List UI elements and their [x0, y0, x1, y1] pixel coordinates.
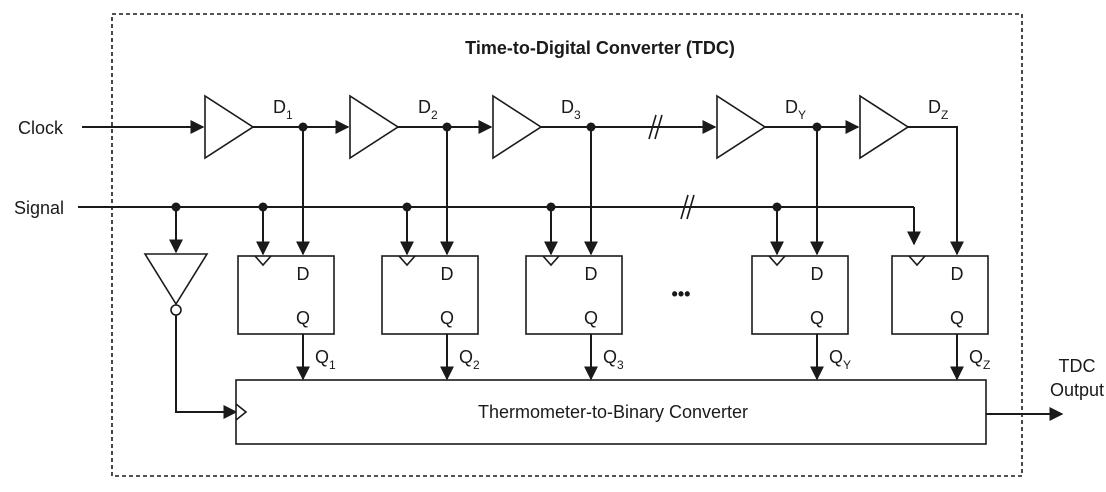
flip-flop-4-clock-notch: [768, 255, 786, 267]
flip-flop-3-d-pin: D: [585, 264, 598, 284]
signal-junction-4: [772, 202, 782, 212]
q-output-label-3: Q3: [603, 347, 624, 372]
delay-tap-label-3: D3: [561, 97, 581, 122]
delay-buffer-2: [349, 94, 400, 160]
delay-tap-label-5: DZ: [928, 97, 948, 122]
delay-buffer-5: [859, 94, 910, 160]
clock-junction-4: [812, 122, 822, 132]
signal-junction-inverter: [171, 202, 181, 212]
signal-input-label: Signal: [14, 198, 64, 218]
flip-flop-5-q-pin: Q: [950, 308, 964, 328]
delay-buffer-3: [492, 94, 543, 160]
delay-tap-label-4: DY: [785, 97, 806, 122]
converter-label: Thermometer-to-Binary Converter: [478, 402, 748, 422]
flip-flop-3-q-pin: Q: [584, 308, 598, 328]
flip-flop-5: [891, 255, 989, 335]
flip-flop-4-q-pin: Q: [810, 308, 824, 328]
q-output-label-5: QZ: [969, 347, 990, 372]
clock-tap-5: [908, 126, 964, 256]
flip-flop-5-d-pin: D: [951, 264, 964, 284]
clock-junction-3: [586, 122, 596, 132]
delay-tap-label-2: D2: [418, 97, 438, 122]
stage-ellipsis: •••: [672, 284, 691, 304]
q-output-label-1: Q1: [315, 347, 336, 372]
signal-junction-3: [546, 202, 556, 212]
q-output-label-4: QY: [829, 347, 851, 372]
flip-flop-1-d-pin: D: [297, 264, 310, 284]
thermometer-to-binary-converter: [235, 379, 987, 445]
signal-break-mark: [680, 194, 695, 220]
delay-buffer-1: [204, 94, 255, 160]
inverter-bubble: [170, 304, 182, 316]
flip-flop-1: [237, 255, 335, 335]
flip-flop-2-clock-notch: [398, 255, 416, 267]
flip-flop-3-clock-notch: [542, 255, 560, 267]
flip-flop-2: [381, 255, 479, 335]
inverter-to-converter-wire: [175, 315, 238, 419]
signal-junction-2: [402, 202, 412, 212]
flip-flop-3: [525, 255, 623, 335]
converter-clock-notch: [235, 403, 248, 421]
flip-flop-1-q-pin: Q: [296, 308, 310, 328]
static-wiring: Thermometer-to-Binary Converter •••: [78, 114, 1064, 445]
inverter-triangle: [143, 253, 209, 306]
clock-junction-2: [442, 122, 452, 132]
tdc-output-label-line1: TDC: [1059, 356, 1096, 376]
clock-junction-1: [298, 122, 308, 132]
flip-flop-2-d-pin: D: [441, 264, 454, 284]
flip-flop-4: [751, 255, 849, 335]
tdc-dashed-border: [111, 13, 1023, 477]
clock-input-label: Clock: [18, 118, 64, 138]
signal-junction-1: [258, 202, 268, 212]
flip-flop-5-clock-notch: [908, 255, 926, 267]
flip-flop-1-clock-notch: [254, 255, 272, 267]
delay-tap-label-1: D1: [273, 97, 293, 122]
tdc-output-label-line2: Output: [1050, 380, 1104, 400]
q-output-label-2: Q2: [459, 347, 480, 372]
diagram-title: Time-to-Digital Converter (TDC): [465, 38, 735, 58]
flip-flop-2-q-pin: Q: [440, 308, 454, 328]
flip-flop-4-d-pin: D: [811, 264, 824, 284]
delay-buffer-4: [716, 94, 767, 160]
